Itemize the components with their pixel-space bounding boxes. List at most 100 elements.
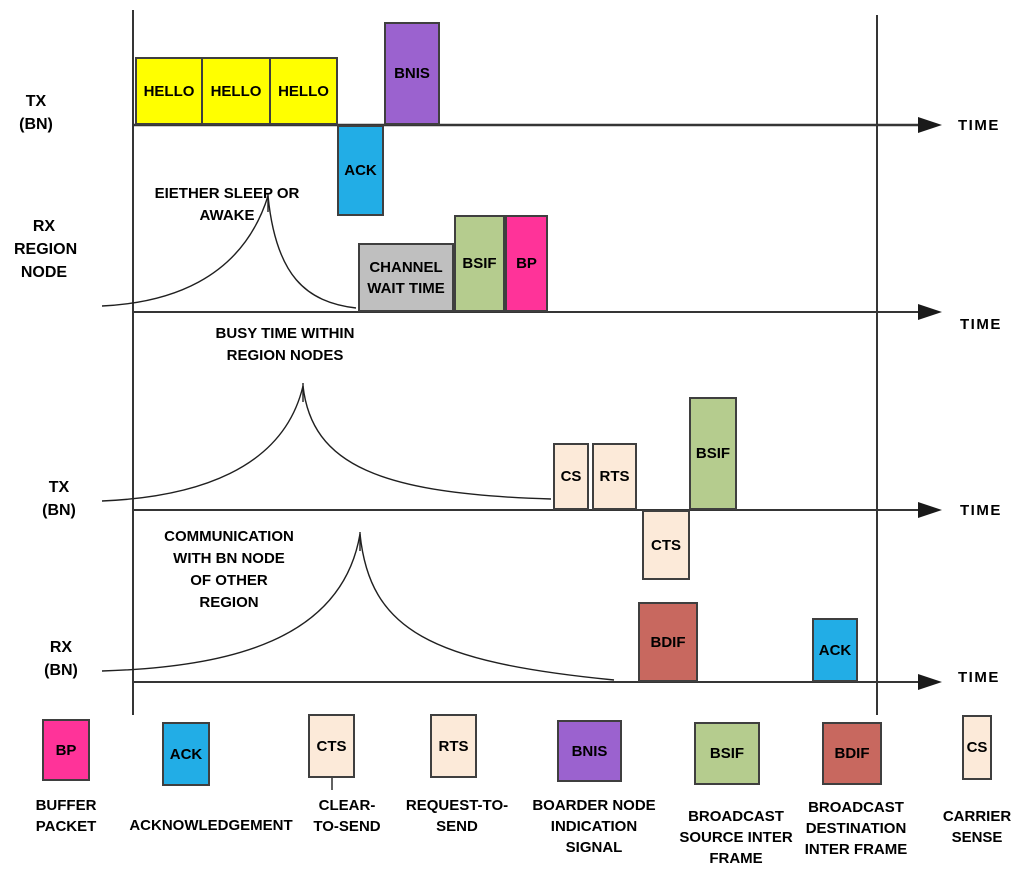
block-cs-label: CS: [560, 468, 582, 485]
legend-caption-cs-line1: CARRIER: [942, 808, 1012, 825]
annotation-sleep-line1: EIETHER SLEEP OR: [154, 185, 300, 202]
annotation-communication: COMMUNICATION WITH BN NODE OF OTHER REGI…: [129, 526, 329, 614]
legend-block-rts: RTS: [430, 714, 477, 778]
legend-caption-rts-line1: REQUEST-TO-: [405, 797, 509, 814]
legend-caption-bnis-line3: SIGNAL: [565, 839, 623, 856]
time-label-1: TIME: [958, 117, 1000, 134]
annotation-comm-line3: OF OTHER: [190, 572, 268, 589]
annotation-comm-line4: REGION: [199, 594, 259, 611]
block-bdif-label: BDIF: [650, 633, 686, 651]
annotation-busy-line2: REGION NODES: [226, 347, 344, 364]
timeline-4-arrowhead: [918, 674, 942, 690]
timeline-3-arrowhead: [918, 502, 942, 518]
legend-caption-cts: CLEAR- TO-SEND: [247, 795, 447, 837]
legend-caption-bp-line1: BUFFER: [35, 797, 97, 814]
legend-caption-bnis-line1: BOARDER NODE: [532, 797, 656, 814]
annotation-comm-line2: WITH BN NODE: [173, 550, 285, 567]
block-cs: CS: [553, 443, 589, 510]
legend-caption-bnis: BOARDER NODE INDICATION SIGNAL: [494, 795, 694, 858]
annotation-busy-time: BUSY TIME WITHIN REGION NODES: [185, 323, 385, 367]
row2-label-line3: NODE: [20, 264, 68, 281]
legend-block-bsif: BSIF: [694, 722, 760, 785]
legend-block-cs-label: CS: [966, 739, 988, 756]
legend-block-ack: ACK: [162, 722, 210, 786]
legend-block-cts-label: CTS: [316, 737, 347, 755]
block-ack-rx-label: ACK: [818, 641, 852, 659]
legend-caption-cs: CARRIER SENSE: [877, 806, 1024, 848]
legend-block-bnis-label: BNIS: [571, 742, 608, 760]
row3-label-line1: TX: [48, 479, 70, 496]
row-label-tx-bn-2: TX (BN): [29, 476, 89, 522]
block-ack-tx: ACK: [337, 125, 384, 216]
legend-caption-bp: BUFFER PACKET: [0, 795, 166, 837]
block-hello-2: HELLO: [201, 57, 271, 125]
legend-caption-bsif: BROADCAST SOURCE INTER FRAME: [636, 806, 836, 869]
time-label-2: TIME: [960, 316, 1002, 333]
row2-label-line1: RX: [32, 218, 56, 235]
legend-caption-ack: ACKNOWLEDGEMENT: [111, 815, 311, 836]
legend-caption-ack-line1: ACKNOWLEDGEMENT: [129, 817, 293, 834]
legend-caption-cs-line2: SENSE: [951, 829, 1003, 846]
block-bnis-label: BNIS: [394, 65, 430, 82]
block-rts: RTS: [592, 443, 637, 510]
block-rts-label: RTS: [599, 468, 630, 485]
block-bsif-rx-label: BSIF: [462, 255, 497, 272]
legend-caption-cts-line2: TO-SEND: [313, 818, 381, 835]
legend-block-bp-label: BP: [55, 741, 77, 759]
legend-block-bsif-label: BSIF: [709, 745, 745, 762]
legend-caption-bp-line2: PACKET: [35, 818, 97, 835]
block-channel-wait-line2: WAIT TIME: [367, 279, 445, 297]
timeline-1-arrowhead: [918, 117, 942, 133]
legend-caption-bsif-line2: SOURCE INTER: [679, 829, 793, 846]
legend-block-rts-label: RTS: [438, 737, 469, 755]
legend-caption-rts: REQUEST-TO- SEND: [357, 795, 557, 837]
legend-block-bp: BP: [42, 719, 90, 781]
timeline-2-arrowhead: [918, 304, 942, 320]
block-bsif-tx-label: BSIF: [695, 445, 731, 462]
legend-caption-bnis-line2: INDICATION: [550, 818, 638, 835]
annotation-busy-line1: BUSY TIME WITHIN: [215, 325, 355, 342]
row3-label-line2: (BN): [42, 502, 76, 519]
row1-label-line2: (BN): [19, 116, 53, 133]
legend-block-ack-label: ACK: [169, 745, 203, 763]
time-label-3: TIME: [960, 502, 1002, 519]
block-cts-label: CTS: [651, 536, 681, 554]
legend-block-cts: CTS: [308, 714, 355, 778]
block-cts: CTS: [642, 510, 690, 580]
block-ack-rx: ACK: [812, 618, 858, 682]
block-bsif-tx: BSIF: [689, 397, 737, 510]
block-bp-rx-label: BP: [516, 255, 537, 272]
block-hello-1-label: HELLO: [143, 82, 195, 100]
legend-caption-rts-line2: SEND: [436, 818, 478, 835]
legend-caption-bsif-line1: BROADCAST: [688, 808, 784, 825]
legend-block-bnis: BNIS: [557, 720, 622, 782]
legend-caption-bdif-line3: INTER FRAME: [804, 841, 908, 858]
legend-caption-cts-line1: CLEAR-: [318, 797, 376, 814]
legend-caption-bdif: BROADCAST DESTINATION INTER FRAME: [756, 797, 956, 860]
block-ack-tx-label: ACK: [344, 162, 377, 179]
legend-caption-bdif-line2: DESTINATION: [805, 820, 907, 837]
annotation-comm-line1: COMMUNICATION: [164, 528, 294, 545]
block-bp-rx: BP: [505, 215, 548, 312]
block-bsif-rx: BSIF: [454, 215, 505, 312]
annotation-sleep-line2: AWAKE: [199, 207, 255, 224]
row1-label-line1: TX: [25, 93, 47, 110]
row4-label-line1: RX: [49, 639, 73, 656]
block-bnis: BNIS: [384, 22, 440, 125]
block-hello-1: HELLO: [135, 57, 203, 125]
row-label-rx-region-node: RX REGION NODE: [14, 215, 78, 284]
row2-label-line2: REGION: [14, 241, 78, 258]
block-hello-2-label: HELLO: [210, 82, 262, 100]
legend-block-cs: CS: [962, 715, 992, 780]
block-hello-3: HELLO: [269, 57, 338, 125]
block-hello-3-label: HELLO: [278, 82, 329, 100]
legend-caption-bsif-line3: FRAME: [709, 850, 763, 867]
row-label-tx-bn-1: TX (BN): [6, 90, 66, 136]
legend-caption-bdif-line1: BROADCAST: [808, 799, 904, 816]
block-channel-wait-time: CHANNEL WAIT TIME: [358, 243, 454, 312]
block-channel-wait-line1: CHANNEL: [369, 258, 443, 276]
row-label-rx-bn: RX (BN): [31, 636, 91, 682]
annotation-sleep-awake: EIETHER SLEEP OR AWAKE: [127, 183, 327, 227]
busy-time-curve: [101, 385, 552, 502]
